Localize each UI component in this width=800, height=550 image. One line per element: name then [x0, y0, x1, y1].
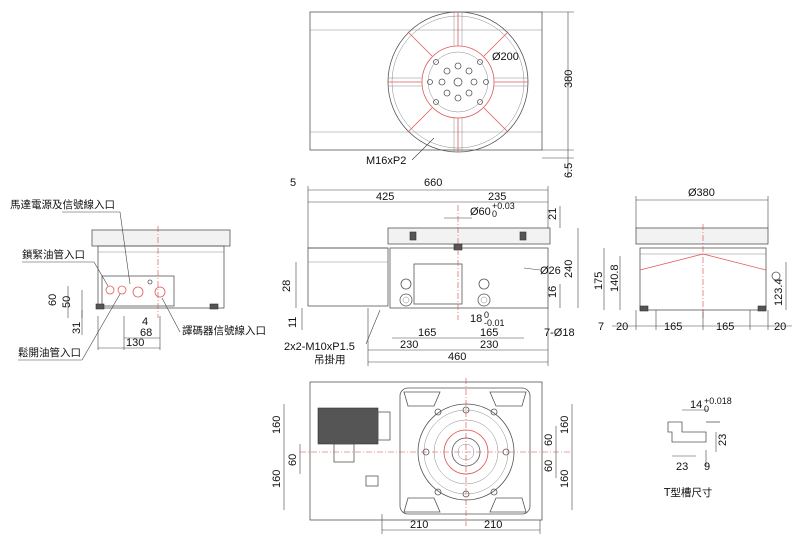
dim-11: 11 [287, 317, 299, 328]
right-view: Ø380 175 140.8 123.4 7 20 165 165 20 [593, 187, 792, 333]
thread-label: M16xP2 [366, 155, 406, 167]
dim-60-right-lower: 60 [543, 460, 555, 472]
dim-18-tol-upper: 0 [484, 310, 489, 320]
dim-60-left: 60 [287, 454, 299, 466]
motor-housing [307, 247, 389, 307]
top-view-frame [309, 11, 543, 151]
dim-bore-60: Ø60 [470, 206, 491, 218]
dim-18: 18 [470, 313, 482, 325]
label-clamp-oil-inlet: 鎖緊油管入口 [22, 248, 85, 261]
hole-label-sub: 吊掛用 [314, 353, 346, 366]
hole-label: 2x2-M10xP1.5 [284, 341, 355, 353]
dim-160-lower-left: 160 [271, 470, 283, 488]
dim-160-lower-right: 160 [559, 470, 571, 488]
dim-31: 31 [71, 322, 83, 334]
dim-14: 14 [690, 399, 702, 411]
dim-16: 16 [547, 286, 559, 298]
dim-14-tol-upper: +0.018 [704, 396, 732, 406]
dim-4: 4 [142, 316, 148, 328]
corner-pads [403, 391, 527, 513]
bottom-frame [309, 381, 543, 521]
dim-50: 50 [61, 296, 73, 308]
dim-123-4: 123.4 [773, 278, 785, 306]
label-encoder-signal-inlet: 譯碼器信號線入口 [182, 324, 266, 337]
dim-165-right: 165 [716, 321, 734, 333]
side-view: 馬達電源及信號線入口 鎖緊油管入口 鬆開油管入口 譯碼器信號線入口 60 50 … [10, 198, 266, 361]
dim-diameter-200: Ø200 [492, 51, 519, 63]
dim-210-right: 210 [484, 519, 502, 531]
dim-230-left: 230 [400, 339, 418, 351]
dim-68: 68 [140, 327, 152, 339]
front-view: 5 660 425 235 Ø60 +0.03 0 21 240 Ø26 16 … [281, 177, 579, 366]
dim-660: 660 [424, 177, 442, 189]
dim-425: 425 [376, 191, 394, 203]
dim-5: 5 [290, 177, 296, 189]
dim-160-upper-left: 160 [271, 416, 283, 434]
dim-240: 240 [563, 260, 575, 278]
dim-60: 60 [47, 294, 59, 306]
dim-230-right: 230 [480, 339, 498, 351]
dim-20-right: 20 [774, 321, 786, 333]
t-slot-caption: T型槽尺寸 [663, 486, 712, 499]
dim-165-left: 165 [418, 327, 436, 339]
dim-bore-tol-lower: 0 [492, 209, 497, 219]
dim-140-8: 140.8 [609, 264, 621, 292]
dim-bore-tol-upper: +0.03 [492, 201, 515, 211]
dim-7-holes-18: 7-Ø18 [544, 327, 575, 339]
table-top [387, 227, 551, 245]
dim-28: 28 [281, 280, 293, 292]
dim-160-upper-right: 160 [559, 416, 571, 434]
dim-20-left: 20 [616, 321, 628, 333]
dim-130: 130 [126, 337, 144, 349]
label-release-oil-inlet: 鬆開油管入口 [18, 346, 81, 359]
dim-diameter-380: Ø380 [688, 187, 715, 199]
port-block [101, 275, 175, 307]
motor [317, 407, 391, 487]
dim-23-horizontal: 23 [676, 461, 688, 473]
dim-235: 235 [488, 191, 506, 203]
dim-175: 175 [593, 272, 605, 290]
dim-height-380: 380 [563, 70, 575, 88]
top-view: Ø200 380 6.5 M16xP2 [309, 11, 575, 178]
dim-26: Ø26 [540, 265, 561, 277]
dim-60-right-upper: 60 [543, 434, 555, 446]
dim-165-left: 165 [664, 321, 682, 333]
dim-165-right: 165 [480, 327, 498, 339]
dim-9: 9 [704, 461, 710, 473]
connector-plate [413, 263, 463, 305]
dim-offset-6-5: 6.5 [563, 163, 575, 178]
dim-460: 460 [448, 351, 466, 363]
dim-23-vertical: 23 [717, 434, 729, 446]
dim-7: 7 [598, 321, 604, 333]
front-body [389, 247, 549, 309]
t-slot-detail: 14 +0.018 0 23 23 9 T型槽尺寸 [663, 396, 732, 499]
bolt-holes [427, 59, 489, 105]
label-power-signal-inlet: 馬達電源及信號線入口 [10, 198, 115, 211]
bottom-view: 160 60 160 60 60 160 160 210 210 [271, 378, 573, 534]
dim-210-left: 210 [410, 519, 428, 531]
dim-21: 21 [547, 208, 559, 220]
t-slot-spokes [388, 12, 528, 152]
dim-14-tol-lower: 0 [704, 404, 709, 414]
dim-18-tol-lower: -0.01 [484, 318, 505, 328]
